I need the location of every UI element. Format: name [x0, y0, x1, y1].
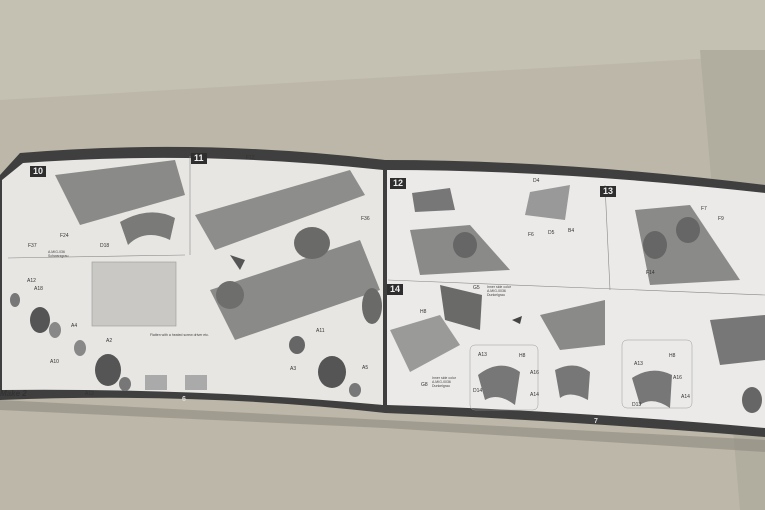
step-12-badge: 12 — [390, 178, 407, 189]
part-label: D14 — [473, 388, 483, 394]
part-label: B4 — [568, 228, 575, 234]
part-label: A14 — [681, 394, 690, 400]
right-page — [385, 160, 765, 437]
part-label: A5 — [362, 365, 369, 371]
part-label: A16 — [673, 375, 682, 381]
footer-text: Make 2 — [0, 389, 27, 398]
part-label: D4 — [533, 178, 540, 184]
part-label: F24 — [60, 233, 69, 239]
paint-note: A.MIG-036 Schwarzgrau — [48, 250, 69, 258]
part-label: A4 — [71, 323, 78, 329]
part-label: F37 — [28, 243, 37, 249]
part-label: D13 — [632, 402, 642, 408]
step-14-badge: 14 — [387, 284, 404, 295]
step-13-badge: 13 — [600, 186, 617, 197]
step-10-badge: 10 — [30, 166, 47, 177]
part-label: A18 — [34, 286, 43, 292]
part-label: F7 — [701, 206, 707, 212]
tip-note: Flatten with a heated screw driver etc. — [150, 333, 209, 337]
step-11-badge: 11 — [191, 153, 207, 164]
part-label: A13 — [478, 352, 487, 358]
part-label: A3 — [290, 366, 297, 372]
part-label: A12 — [85, 391, 94, 397]
part-label: D18 — [100, 243, 110, 249]
paint-note: Inner side color A.MIG-0036 Dunkelgrau — [432, 376, 456, 388]
part-label: A12 — [27, 278, 36, 284]
part-label: G8 — [421, 382, 428, 388]
part-label: D5 — [548, 230, 555, 236]
part-label: H8 — [519, 353, 526, 359]
page-number: 6 — [182, 396, 186, 403]
part-label: A16 — [530, 370, 539, 376]
left-page — [0, 146, 385, 413]
page-number: 7 — [594, 418, 598, 425]
part-label: H8 — [420, 309, 427, 315]
part-label: A10 — [50, 359, 59, 365]
part-label: A13 — [634, 361, 643, 367]
part-label: F36 — [361, 216, 370, 222]
part-label: G5 — [473, 285, 480, 291]
part-label: F6 — [528, 232, 534, 238]
part-label: A2 — [106, 338, 113, 344]
part-label: A14 — [530, 392, 539, 398]
part-label: F9 — [718, 216, 724, 222]
part-label: F14 — [646, 270, 655, 276]
part-label: A11 — [316, 328, 325, 334]
paint-note: Inner side color A.MIG-0036 Dunkelgrau — [487, 285, 511, 297]
part-label: H8 — [669, 353, 676, 359]
part-label: F12 — [246, 155, 255, 161]
